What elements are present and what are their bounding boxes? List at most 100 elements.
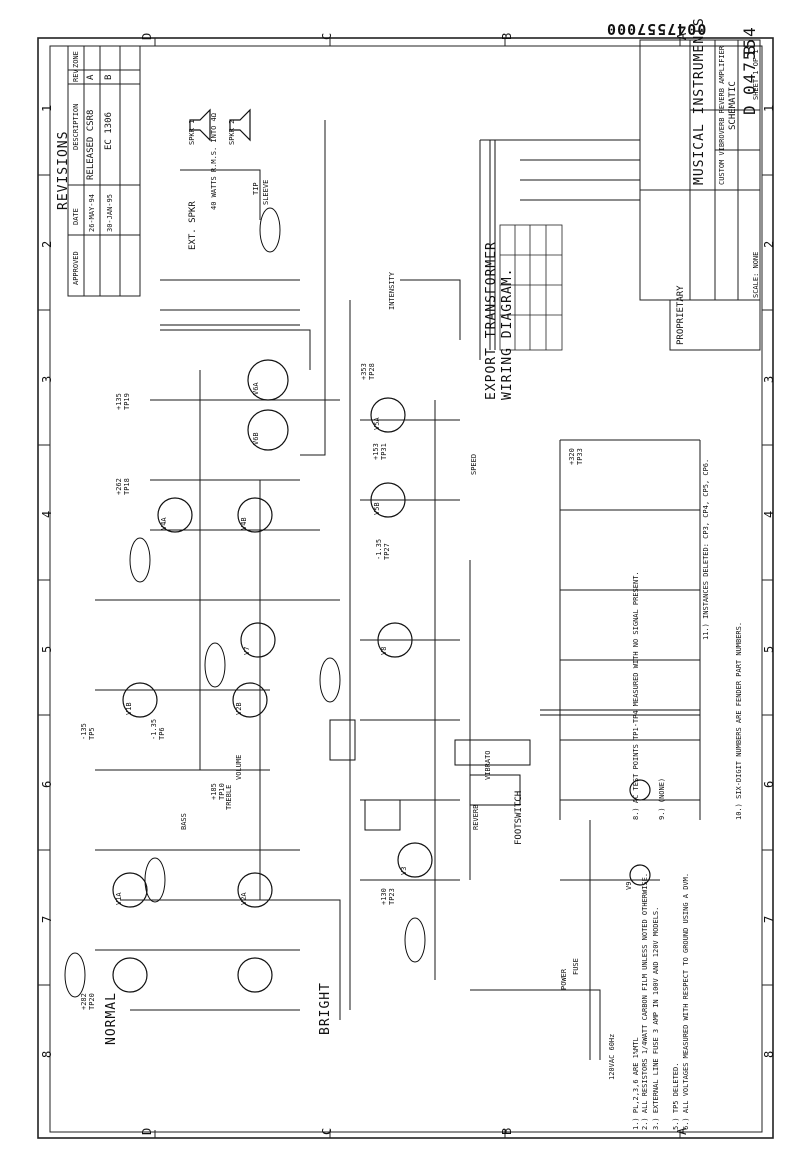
rev-header-desc: DESCRIPTION: [72, 103, 80, 150]
tube-v1a: V1A: [115, 892, 123, 905]
note-9: 9.) (NONE): [658, 777, 666, 820]
zone-label-bottom-c: C: [320, 1127, 334, 1135]
company-name: MUSICAL INSTRUMENTS: [692, 17, 707, 185]
output-tip-label: TIP: [252, 182, 260, 195]
proprietary-label: PROPRIETARY: [676, 285, 686, 345]
tp28-value: +353: [360, 363, 368, 380]
note-5: 5.) TP5 DELETED.: [672, 1062, 680, 1130]
tp18-value: +262: [115, 478, 123, 495]
tube-v4a: V4A: [160, 517, 168, 530]
zone-num-4: 4: [40, 510, 54, 518]
note-11: 11.) INSTANCES DELETED: CP3, CP4, CP5, C…: [702, 458, 710, 640]
tp31-id: TP31: [380, 443, 388, 460]
volume-label: VOLUME: [235, 754, 243, 780]
zone-num-right-3: 3: [762, 375, 776, 383]
zone-num-right-2: 2: [762, 240, 776, 248]
bright-channel-label: BRIGHT: [318, 982, 333, 1035]
title-block: [639, 39, 761, 351]
sheet-inner-border: [49, 45, 763, 1133]
tube-v9: V9: [625, 881, 633, 890]
rev-a-letter: A: [86, 74, 96, 80]
tube-v3: V3: [400, 866, 408, 875]
speakers: [189, 108, 251, 142]
tp5-id: TP5: [88, 727, 96, 740]
output-sleeve-label: SLEEVE: [262, 179, 270, 205]
tube-v2a: V2A: [240, 892, 248, 905]
test-point-markers: [64, 207, 426, 998]
tube-v8: V8: [380, 646, 388, 655]
note-10: 10.) SIX-DIGIT NUMBERS ARE FENDER PART N…: [735, 621, 743, 820]
fuse-label: FUSE: [572, 958, 580, 975]
rev-header-zone: ZONE: [72, 51, 80, 68]
rev-b-desc: EC 1306: [104, 112, 114, 150]
export-wiring-table: [499, 224, 563, 351]
dwg-scale: SCALE: NONE: [752, 251, 760, 298]
revisions-title: REVISIONS: [56, 130, 71, 210]
zone-num-7: 7: [40, 915, 54, 923]
zone-num-5: 5: [40, 645, 54, 653]
ext-speaker-label: EXT. SPKR: [188, 201, 198, 250]
tp20-value: +282: [80, 993, 88, 1010]
dwg-sheet: SHEET 1 OF 1: [752, 49, 760, 100]
note-2: 2.) ALL RESISTORS 1/4WATT CARBON FILM UN…: [641, 872, 649, 1130]
rev-header-rev: REV: [72, 69, 80, 82]
intensity-label: INTENSITY: [388, 272, 396, 310]
note-6: 6.) ALL VOLTAGES MEASURED WITH RESPECT T…: [682, 872, 690, 1130]
vacuum-tubes: [112, 359, 651, 993]
speed-label: SPEED: [470, 453, 478, 475]
reverb-tank: [329, 719, 531, 831]
tube-v1b: V1B: [125, 702, 133, 715]
rev-a-date: 26-MAY-94: [88, 194, 96, 232]
zone-num-right-4: 4: [762, 510, 776, 518]
footswitch-reverb: REVERB: [472, 804, 480, 830]
tube-v5a: V5A: [373, 417, 381, 430]
zone-num-1: 1: [40, 104, 54, 112]
rev-header-date: DATE: [72, 208, 80, 225]
rev-b-date: 30-JAN-95: [106, 194, 114, 232]
tp31-value: +153: [372, 443, 380, 460]
tube-v5b: V5B: [373, 502, 381, 515]
speaker-1-label: SPKR 1: [188, 119, 196, 145]
tp19-id: TP19: [123, 393, 131, 410]
tube-v6a: V6A: [252, 382, 260, 395]
export-title-2: WIRING DIAGRAM.: [500, 267, 515, 400]
drawing-title: CUSTOM VIBROVERB REVERB AMPLIFIER: [718, 45, 726, 185]
tp10-id: TP10: [218, 783, 226, 800]
tp28-id: TP28: [368, 363, 376, 380]
tube-v6b: V6B: [252, 432, 260, 445]
transformers: [160, 140, 700, 716]
bass-label: BASS: [180, 813, 188, 830]
footswitch-vibrato: VIBRATO: [484, 750, 492, 780]
export-title: EXPORT TRANSFORMER: [484, 241, 499, 400]
tp27-value: -1.35: [375, 538, 383, 560]
circuit-wires: [95, 120, 701, 1060]
zone-num-2: 2: [40, 240, 54, 248]
zone-num-right-8: 8: [762, 1050, 776, 1058]
ac-input-label: 120VAC 60Hz: [608, 1033, 616, 1080]
note-3: 3.) EXTERNAL LINE FUSE 3 AMP IN 100V AND…: [652, 906, 660, 1130]
tube-v7: V7: [243, 646, 251, 655]
tp20-id: TP20: [88, 993, 96, 1010]
zone-label-top-c: C: [320, 32, 334, 40]
zone-label-top-d: D: [140, 32, 154, 40]
zone-label-bottom-b: B: [500, 1127, 514, 1135]
tube-v2b: V2B: [235, 702, 243, 715]
tp19-value: +135: [115, 393, 123, 410]
zone-num-right-1: 1: [762, 104, 776, 112]
tube-v4b: V4B: [240, 517, 248, 530]
tp27-id: TP27: [383, 543, 391, 560]
tp6-id: TP6: [158, 727, 166, 740]
zone-num-right-5: 5: [762, 645, 776, 653]
zone-num-8: 8: [40, 1050, 54, 1058]
zone-num-right-6: 6: [762, 780, 776, 788]
tp6-value: -1.35: [150, 718, 158, 740]
note-8: 8.) AC TEST POINTS TP1-TP4 MEASURED WITH…: [632, 571, 640, 820]
normal-channel-label: NORMAL: [104, 992, 119, 1045]
power-label: POWER: [560, 968, 568, 990]
dwg-size: D: [740, 103, 759, 115]
tp33-value: +320: [568, 448, 576, 465]
note-1: 1.) PL,2,3,6 ARE 1%MTL: [632, 1037, 640, 1130]
zone-label-top-a: A: [675, 32, 689, 40]
footswitch-label: FOOTSWITCH: [514, 790, 524, 845]
